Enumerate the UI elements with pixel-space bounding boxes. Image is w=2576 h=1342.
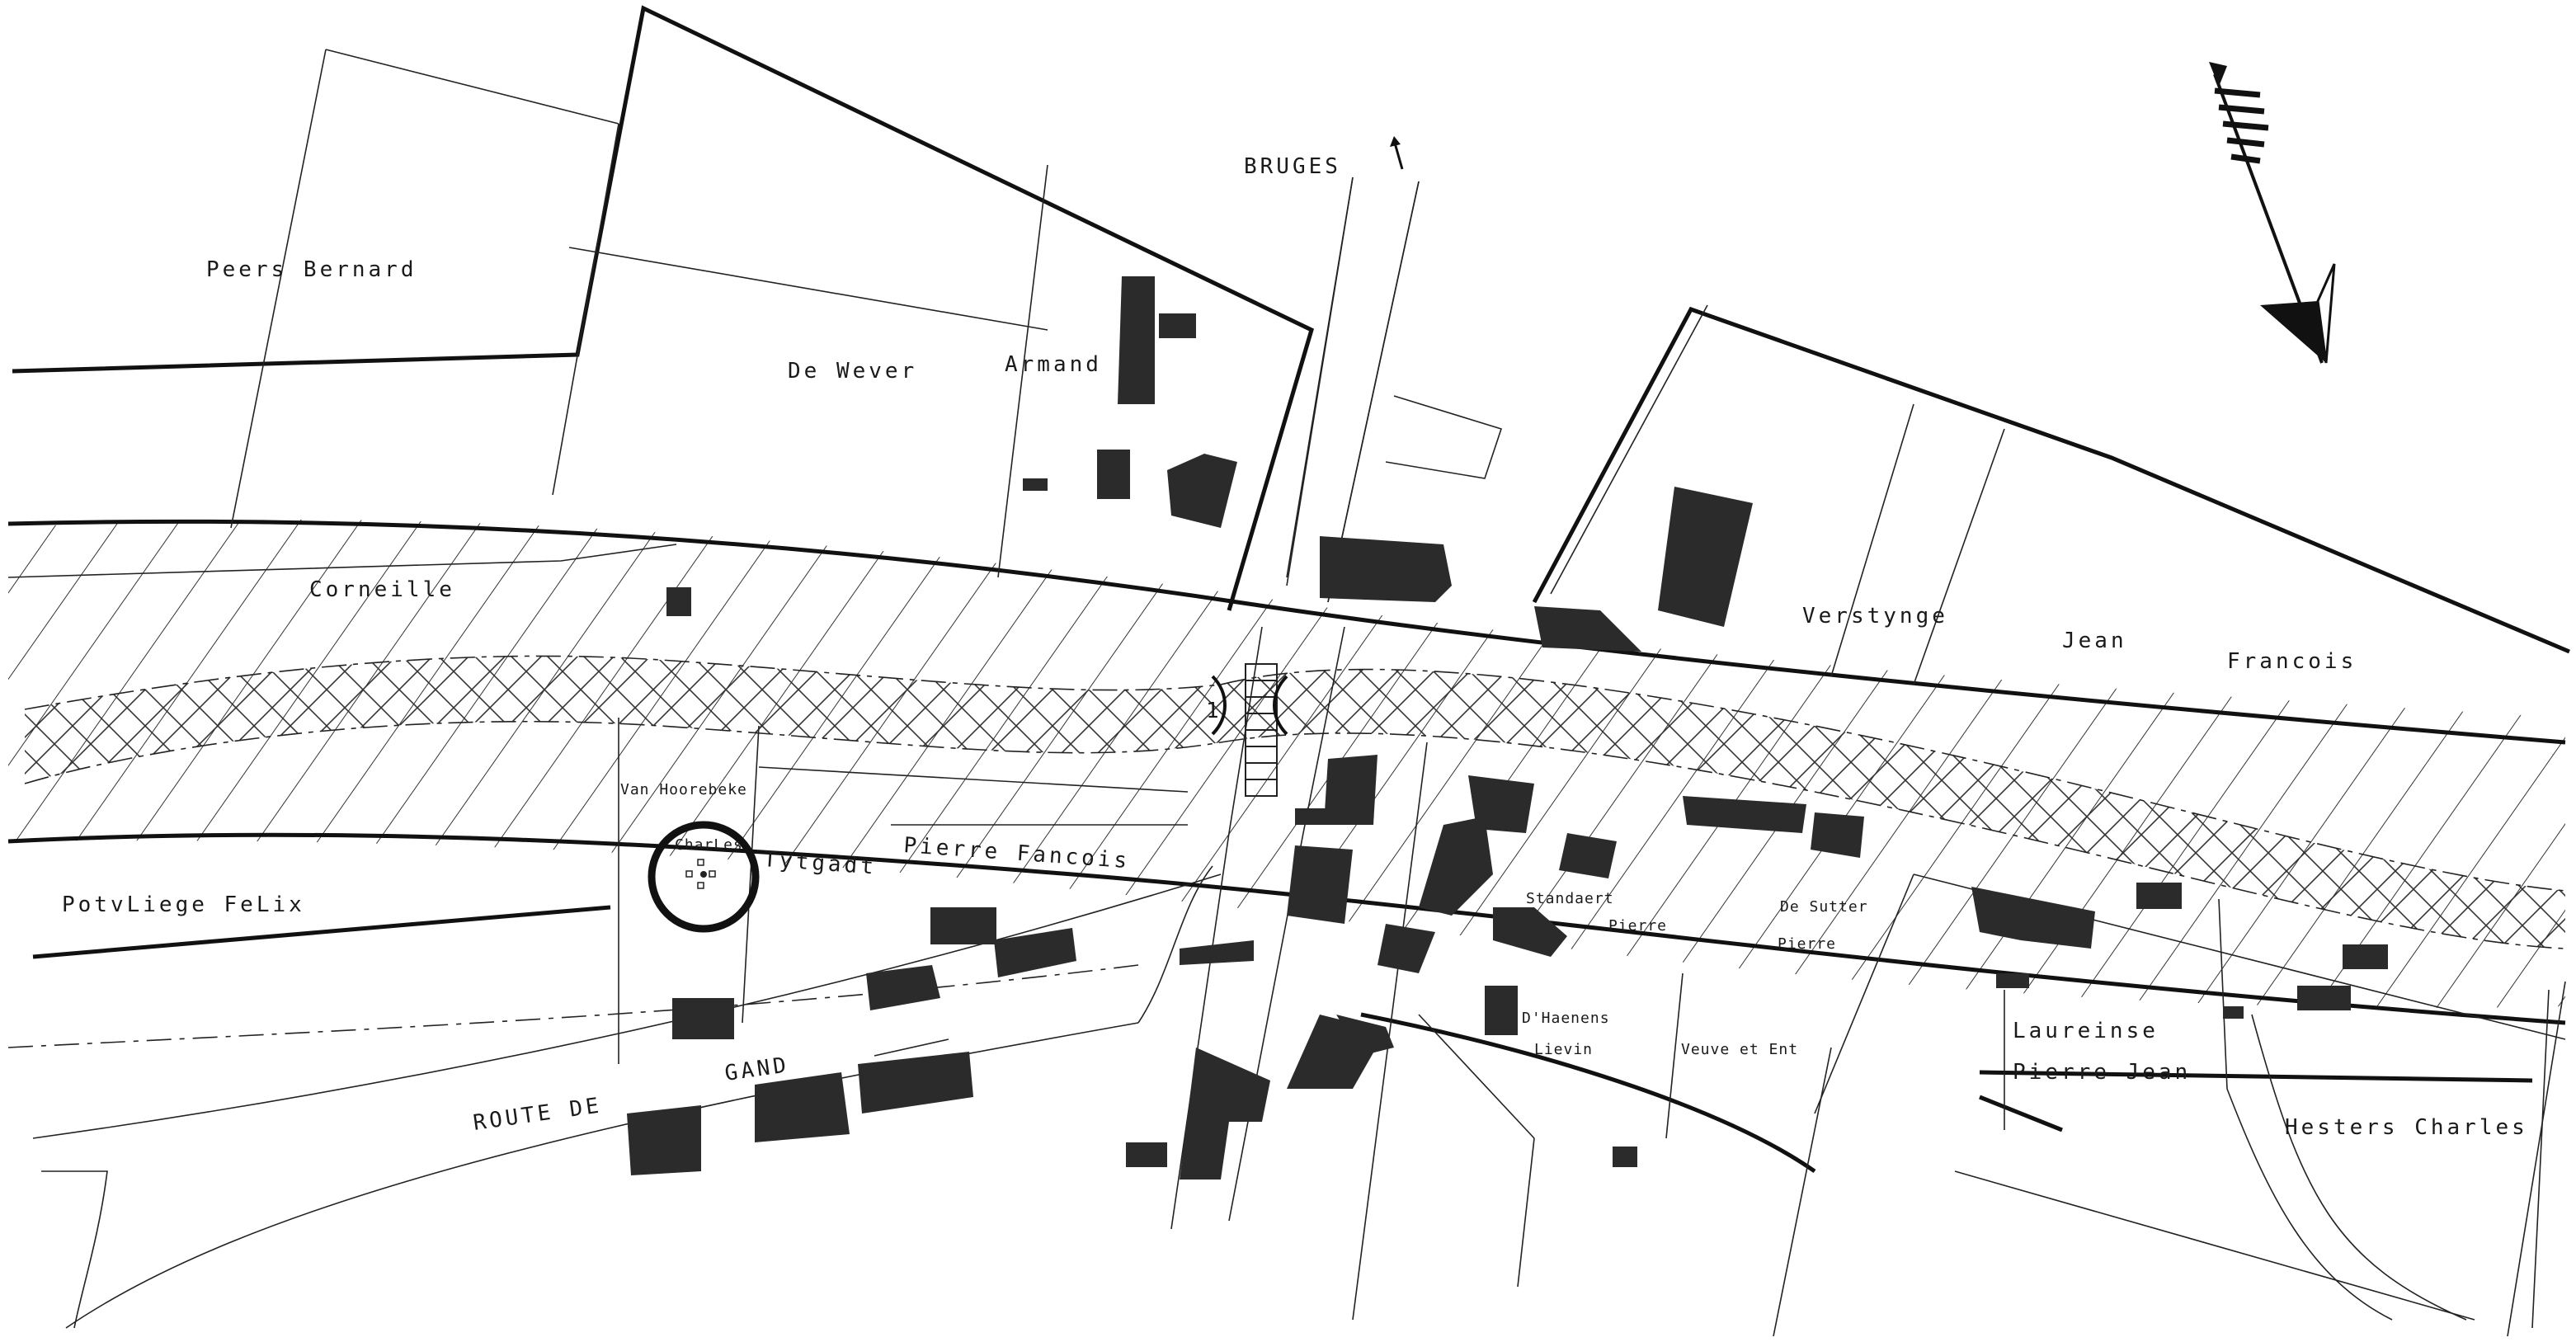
buildings <box>627 276 2388 1180</box>
label-francois: Francois <box>2227 649 2357 674</box>
label-de-wever: De Wever <box>788 359 917 384</box>
label-pierre-jean: Pierre Jean <box>2013 1060 2191 1085</box>
label-pierre-de-sutter: Pierre <box>1778 935 1836 953</box>
label-hesters-charles: Hesters Charles <box>2285 1115 2528 1140</box>
label-crossing-mark: 1 <box>1206 699 1222 723</box>
label-veuve-et-ent: Veuve et Ent <box>1681 1041 1798 1058</box>
north-arrow-icon <box>2209 62 2336 364</box>
label-peers-bernard: Peers Bernard <box>206 257 417 282</box>
label-route-de: ROUTE DE <box>472 1093 604 1136</box>
label-van-hoorebeke: Van Hoorebeke <box>620 781 747 798</box>
label-lievin: Lievin <box>1534 1041 1593 1058</box>
level-crossing <box>1211 663 1288 797</box>
railway-corridor <box>8 519 2566 1008</box>
small-arrow-icon <box>1390 136 1404 170</box>
label-pierre-standaert: Pierre <box>1608 917 1667 935</box>
label-dhaenens: D'Haenens <box>1522 1010 1610 1027</box>
label-armand: Armand <box>1005 352 1102 377</box>
circular-marker-icon <box>648 821 760 933</box>
boundary-lines <box>7 5 2570 1174</box>
label-jean: Jean <box>2062 629 2127 653</box>
label-laureinse: Laureinse <box>2013 1019 2159 1043</box>
label-de-sutter: De Sutter <box>1780 898 1868 916</box>
label-potvliege-felix: PotvLiege FeLix <box>62 892 305 917</box>
label-verstynge: Verstynge <box>1802 604 1948 629</box>
label-standaert: Standaert <box>1526 890 1614 907</box>
label-charles-circle: CharLes <box>675 836 743 854</box>
label-corneille: Corneille <box>309 577 455 602</box>
label-bruges: BRUGES <box>1244 154 1341 179</box>
